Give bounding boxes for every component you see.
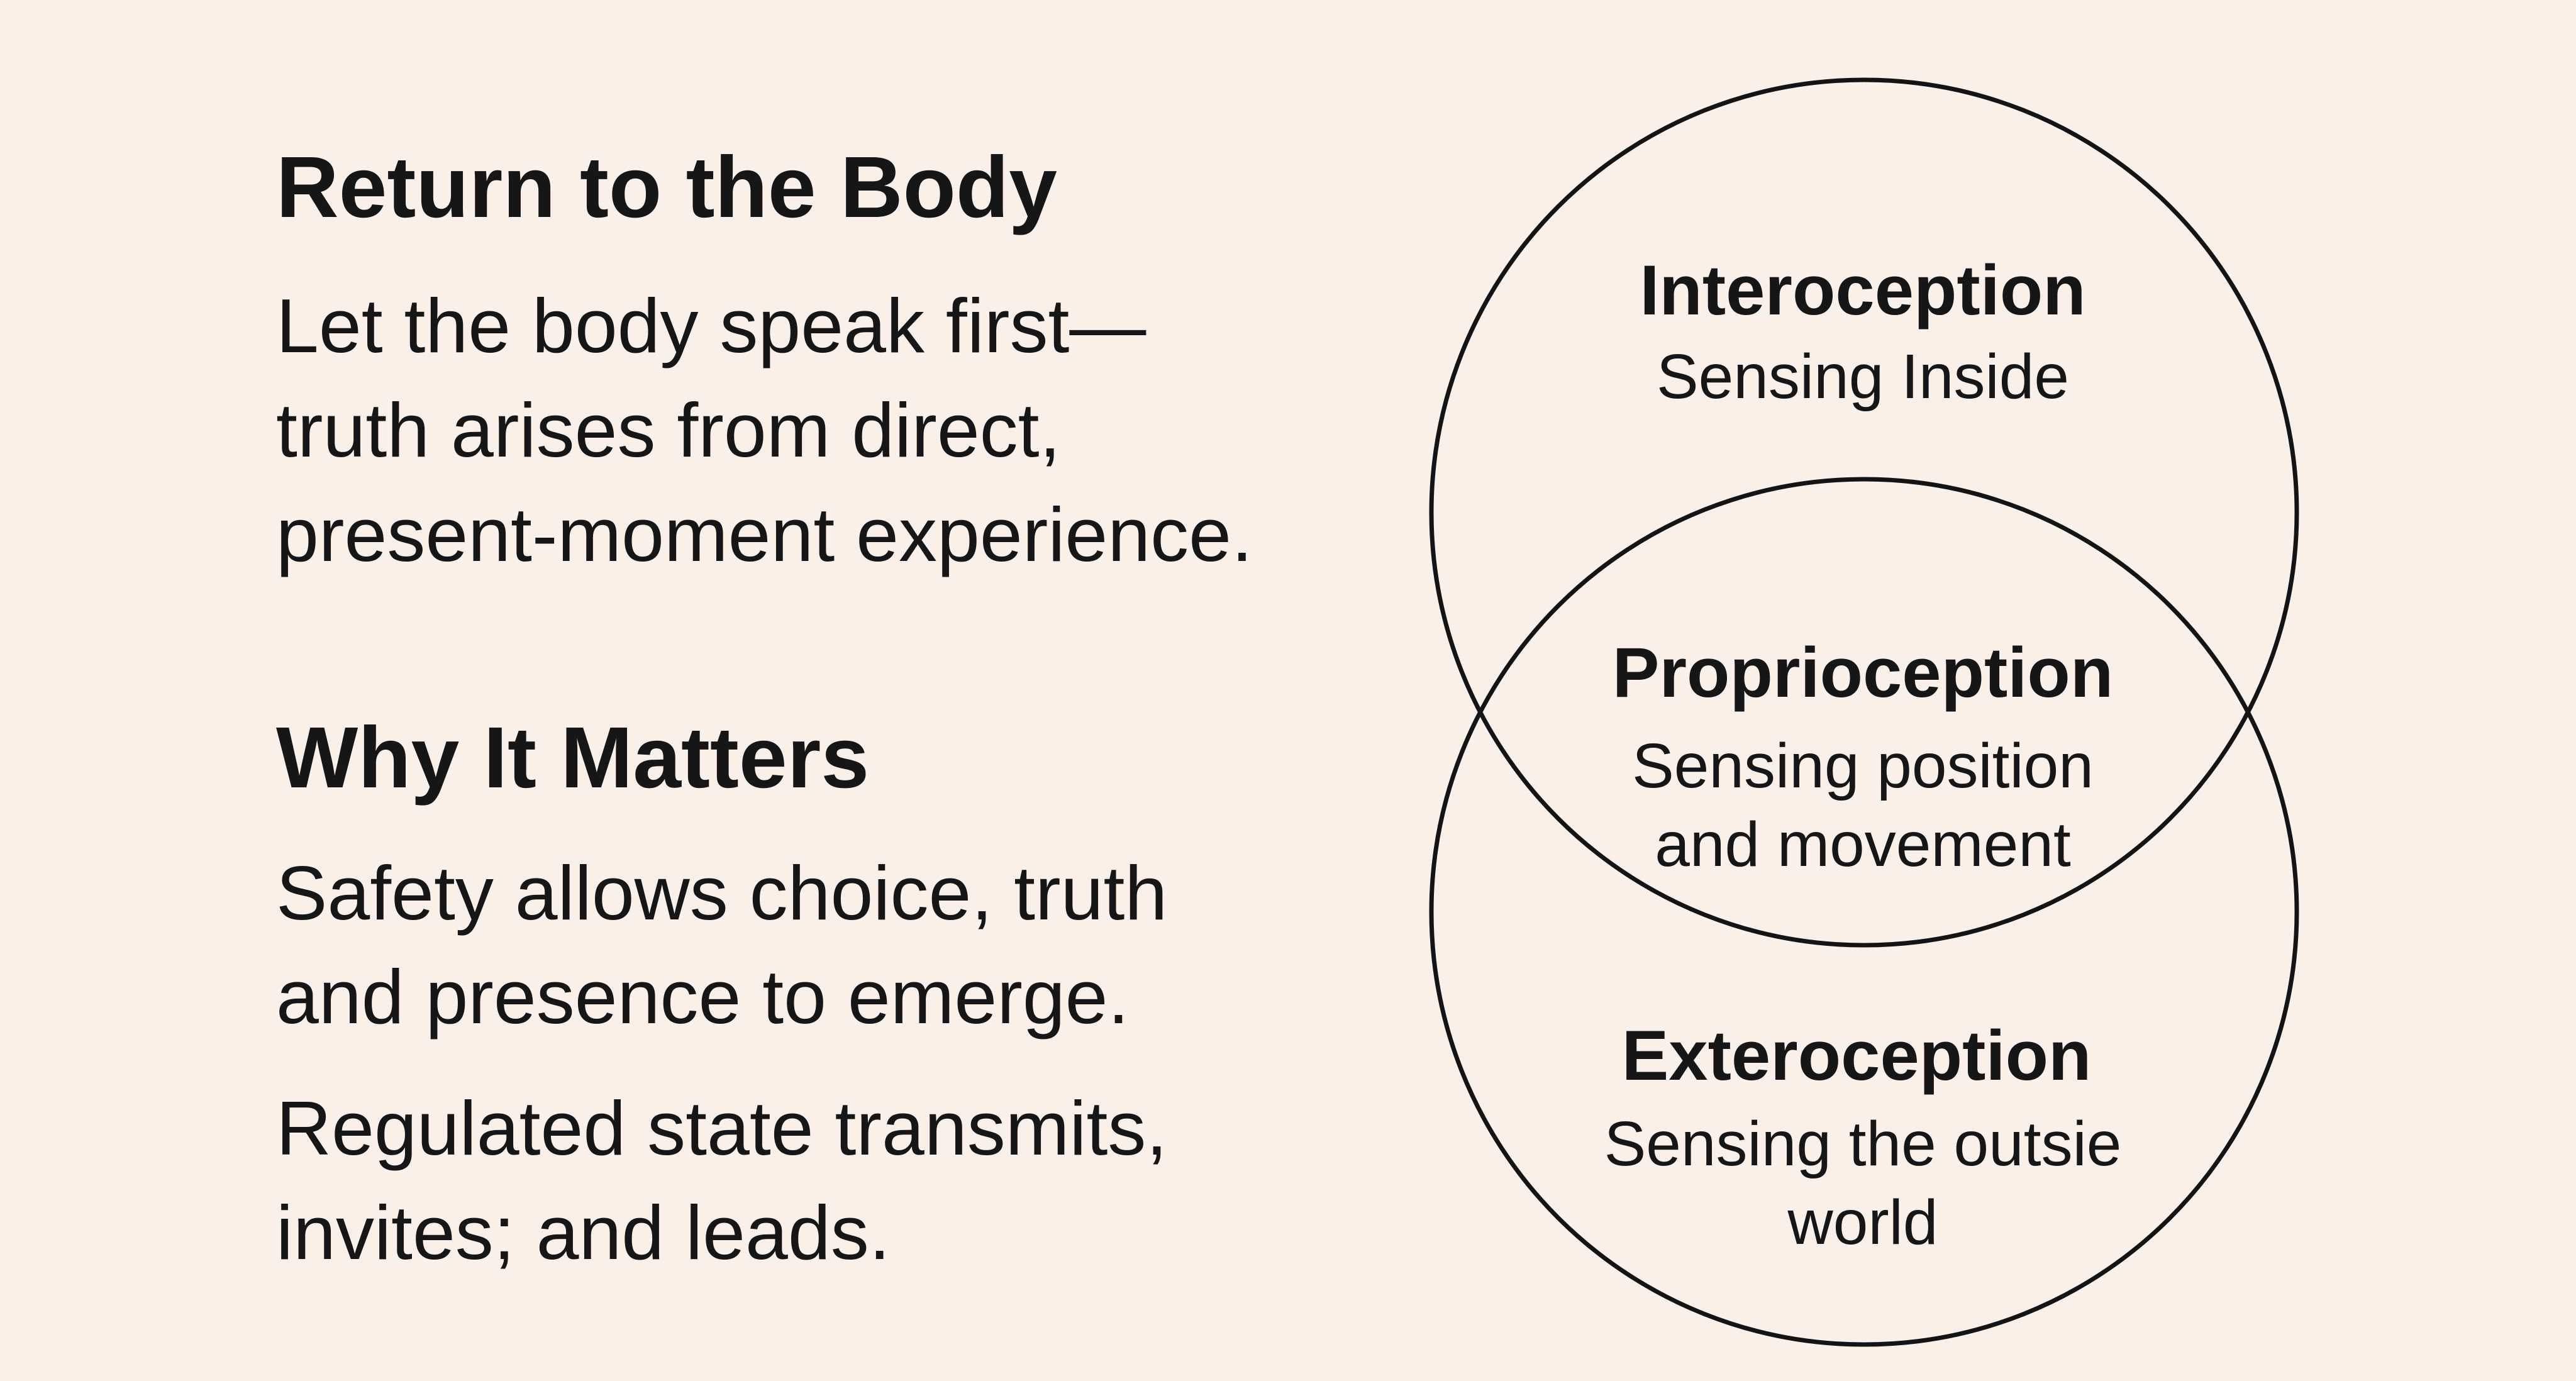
exteroception-title: Exteroception (1622, 1016, 2092, 1095)
body-line: Safety allows choice, truth (276, 850, 1167, 936)
top-circle (1429, 77, 2299, 948)
exteroception-subtitle: Sensing the outsie (1604, 1109, 2122, 1179)
proprioception-subtitle: Sensing position (1632, 731, 2094, 801)
heading-return-to-body: Return to the Body (276, 139, 1057, 236)
body-line: truth arises from direct, (276, 387, 1060, 473)
body-line: and presence to emerge. (276, 954, 1129, 1040)
heading-why-it-matters: Why It Matters (276, 709, 869, 806)
exteroception-subtitle: world (1787, 1187, 1938, 1258)
left-text-column: Return to the Body Let the body speak fi… (276, 139, 1253, 1275)
proprioception-title: Proprioception (1613, 633, 2113, 712)
body-line: Regulated state transmits, (276, 1085, 1167, 1171)
body-line: present-moment experience. (276, 492, 1253, 577)
interoception-title: Interoception (1640, 251, 2085, 330)
bottom-circle (1429, 477, 2299, 1347)
proprioception-subtitle: and movement (1655, 809, 2071, 880)
body-line: Let the body speak first— (276, 283, 1146, 369)
interoception-subtitle: Sensing Inside (1657, 341, 2069, 412)
venn-diagram: Interoception Sensing Inside Propriocept… (1429, 77, 2299, 1347)
body-line: invites; and leads. (276, 1190, 891, 1275)
